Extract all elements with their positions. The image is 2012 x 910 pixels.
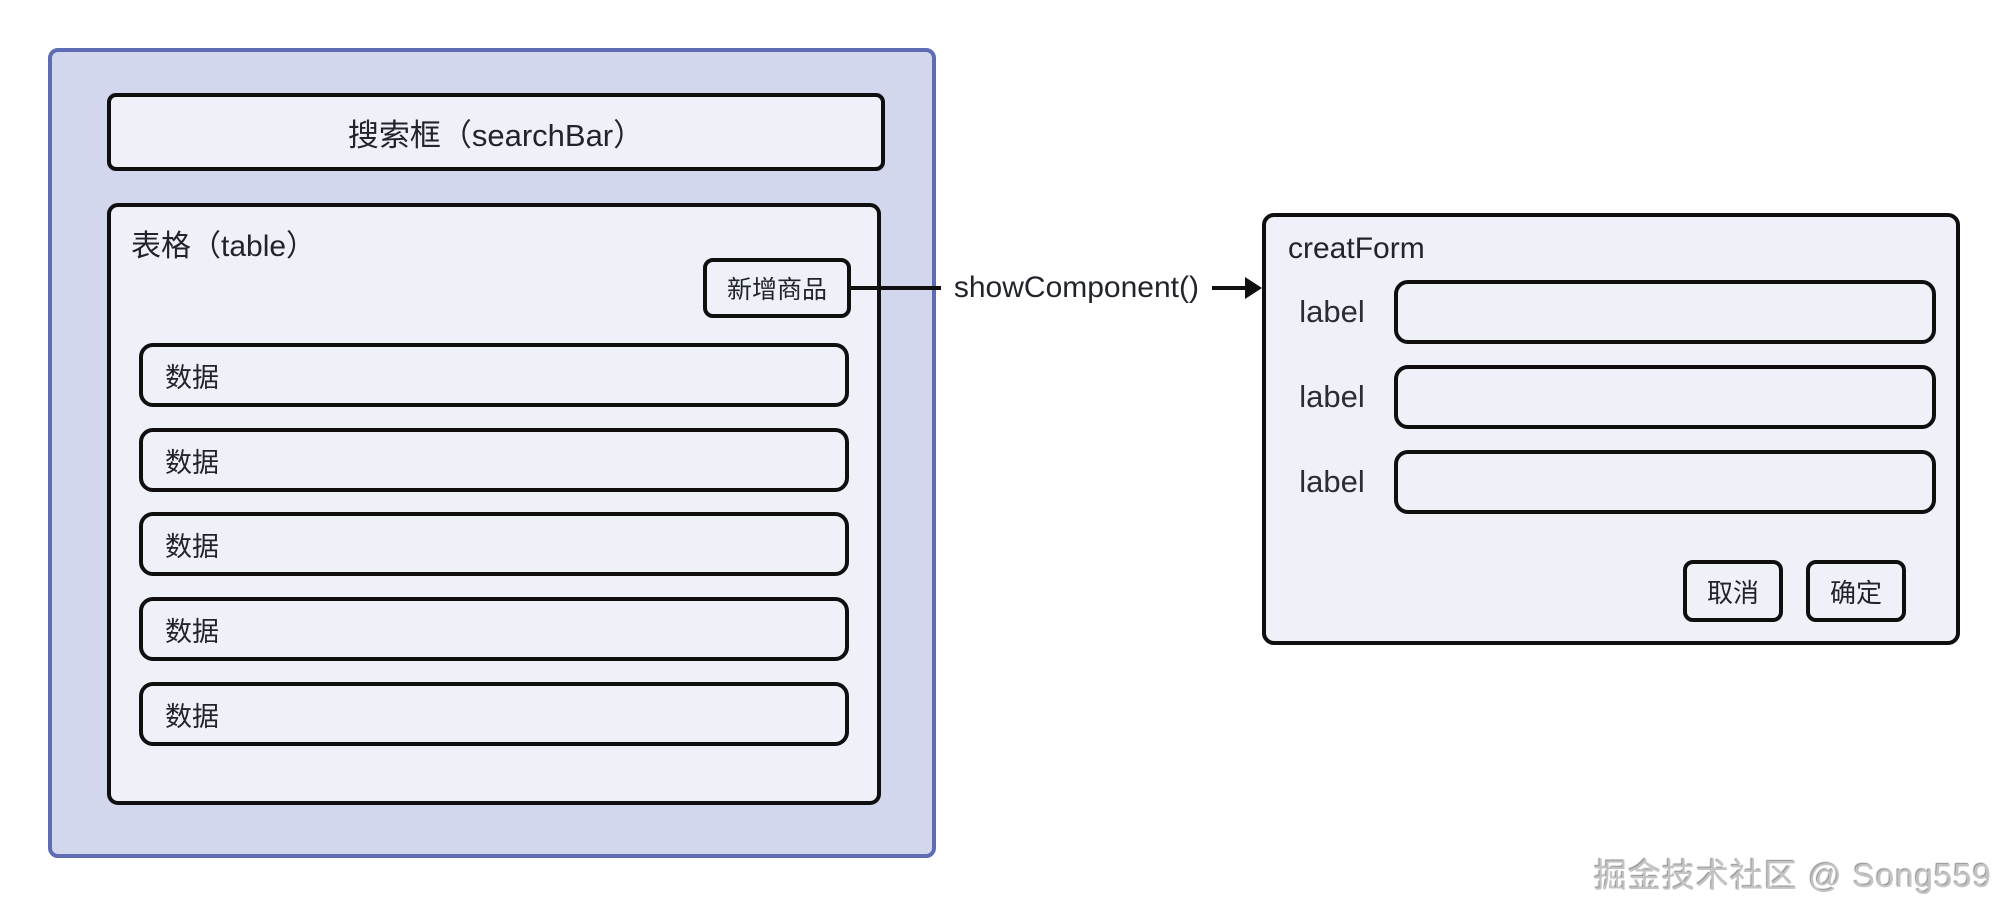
arrow-head-icon (1245, 277, 1262, 299)
form-field-row: label (1296, 280, 1936, 344)
table-row-label: 数据 (165, 447, 219, 478)
search-bar[interactable]: 搜索框（searchBar） (107, 93, 885, 171)
table-row-label: 数据 (165, 362, 219, 393)
form-input[interactable] (1394, 365, 1936, 429)
cancel-button[interactable]: 取消 (1682, 560, 1783, 622)
arrow-label: showComponent() (953, 271, 1199, 304)
table-row: 数据 (139, 428, 849, 492)
form-title: creatForm (1288, 232, 1425, 265)
table-row-label: 数据 (165, 701, 219, 732)
form-field-label: label (1299, 379, 1365, 414)
form-actions: 取消 确定 (1682, 560, 1906, 622)
show-component-arrow: showComponent() (850, 262, 1262, 314)
form-field-label: label (1299, 294, 1365, 329)
arrow-line (850, 286, 941, 290)
table-panel: 表格（table） 新增商品 数据 数据 数据 数据 数据 (107, 203, 881, 805)
table-row: 数据 (139, 343, 849, 407)
form-input[interactable] (1394, 280, 1936, 344)
table-row-label: 数据 (165, 616, 219, 647)
table-row-label: 数据 (165, 531, 219, 562)
table-row: 数据 (139, 597, 849, 661)
creat-form-panel: creatForm label label label 取消 确定 (1262, 213, 1960, 645)
confirm-button[interactable]: 确定 (1805, 560, 1906, 622)
form-field-label: label (1299, 464, 1365, 499)
search-bar-label: 搜索框（searchBar） (347, 117, 645, 153)
arrow-line (1212, 286, 1246, 290)
form-field-row: label (1296, 450, 1936, 514)
table-row: 数据 (139, 682, 849, 746)
add-product-button[interactable]: 新增商品 (703, 258, 851, 318)
table-label: 表格（table） (131, 230, 317, 263)
watermark: 掘金技术社区 @ Song559 (1594, 857, 1992, 894)
form-input[interactable] (1394, 450, 1936, 514)
form-field-row: label (1296, 365, 1936, 429)
table-row: 数据 (139, 512, 849, 576)
